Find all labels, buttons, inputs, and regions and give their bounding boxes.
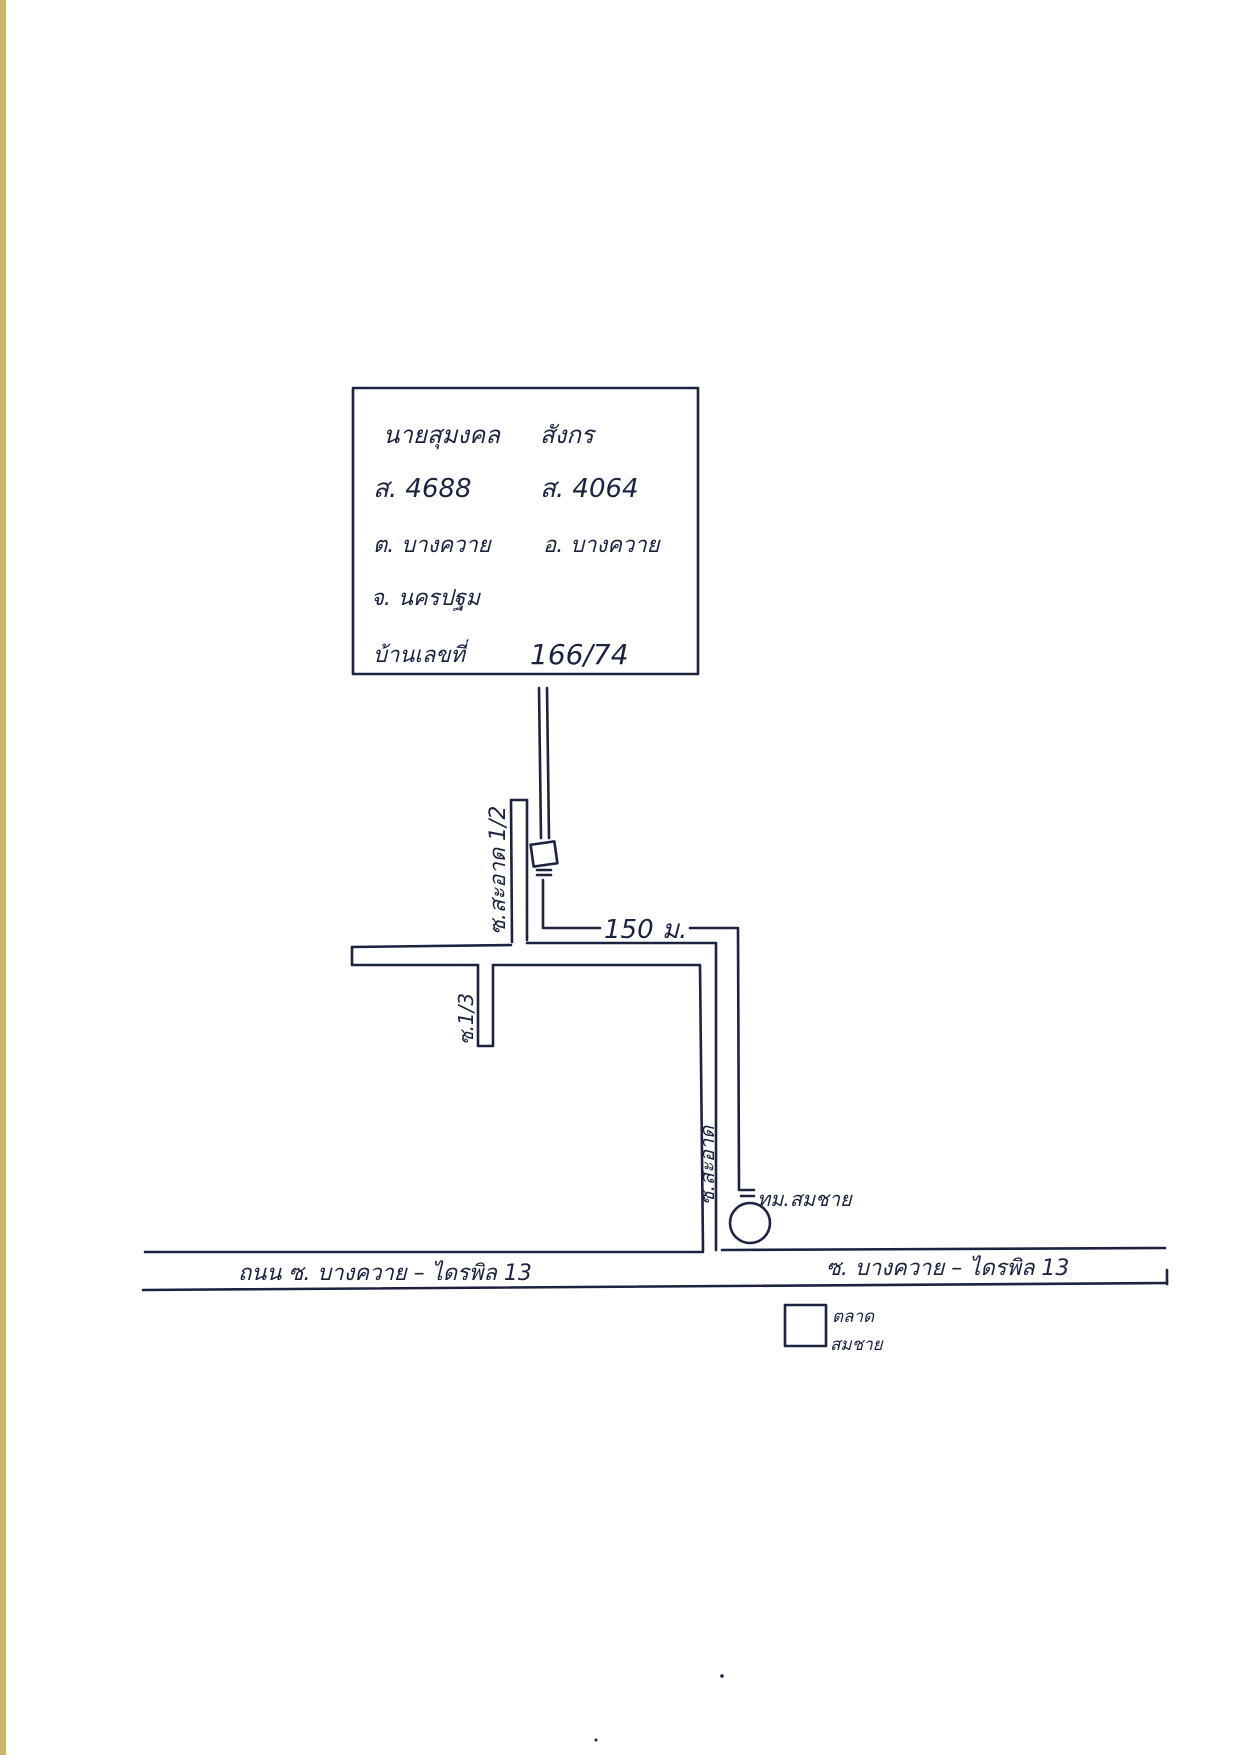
info-subdistrict: ต. บางควาย xyxy=(373,533,493,558)
info-province: จ. นครปฐม xyxy=(371,586,482,611)
page-edge-strip xyxy=(0,0,6,1755)
stray-dot-1 xyxy=(720,1674,724,1678)
upper-road-top-edge xyxy=(350,941,718,1252)
main-road-top-edge xyxy=(143,1246,1167,1254)
market-square xyxy=(783,1303,828,1348)
distance-label: 150 ม. xyxy=(604,915,687,945)
distance-path-continued xyxy=(688,926,741,1192)
road-label-left: ถนน ซ. บางควาย – ไดรพิล 13 xyxy=(238,1260,532,1286)
soi-1-2-left-edge xyxy=(509,798,514,944)
owner-surname: สังกร xyxy=(540,421,597,449)
main-road-bottom-edge xyxy=(141,1281,1169,1292)
info-district: อ. บางควาย xyxy=(543,533,662,558)
info-line2-right: ส. 4064 xyxy=(540,474,639,504)
house-marker xyxy=(529,840,559,868)
village-circle xyxy=(728,1201,772,1245)
market-label-line1: ตลาด xyxy=(832,1307,875,1327)
house-number-value: 166/74 xyxy=(530,638,629,671)
house-number-label: บ้านเลขที่ xyxy=(373,639,469,668)
market-label-line2: สมชาย xyxy=(830,1335,884,1355)
stray-dot-2 xyxy=(594,1738,598,1742)
village-label: ทม.สมชาย xyxy=(757,1187,853,1211)
leader-line-right xyxy=(545,686,551,840)
owner-name: นายสุมงคล xyxy=(383,421,501,450)
soi-1-3-label: ซ.1/3 xyxy=(454,993,478,1045)
distance-path xyxy=(541,878,602,930)
info-box-frame xyxy=(351,386,700,676)
soi-long-label: ซ.สะอาด xyxy=(695,1125,719,1205)
leader-line-left xyxy=(537,686,543,840)
road-label-right: ซ. บางควาย – ไดรพิล 13 xyxy=(826,1255,1069,1281)
upper-road-bottom-edge xyxy=(350,945,705,1252)
soi-1-2-label: ซ.สะอาด 1/2 xyxy=(486,806,511,935)
info-line2-left: ส. 4688 xyxy=(373,474,472,504)
soi-1-3-spur xyxy=(476,963,495,1048)
